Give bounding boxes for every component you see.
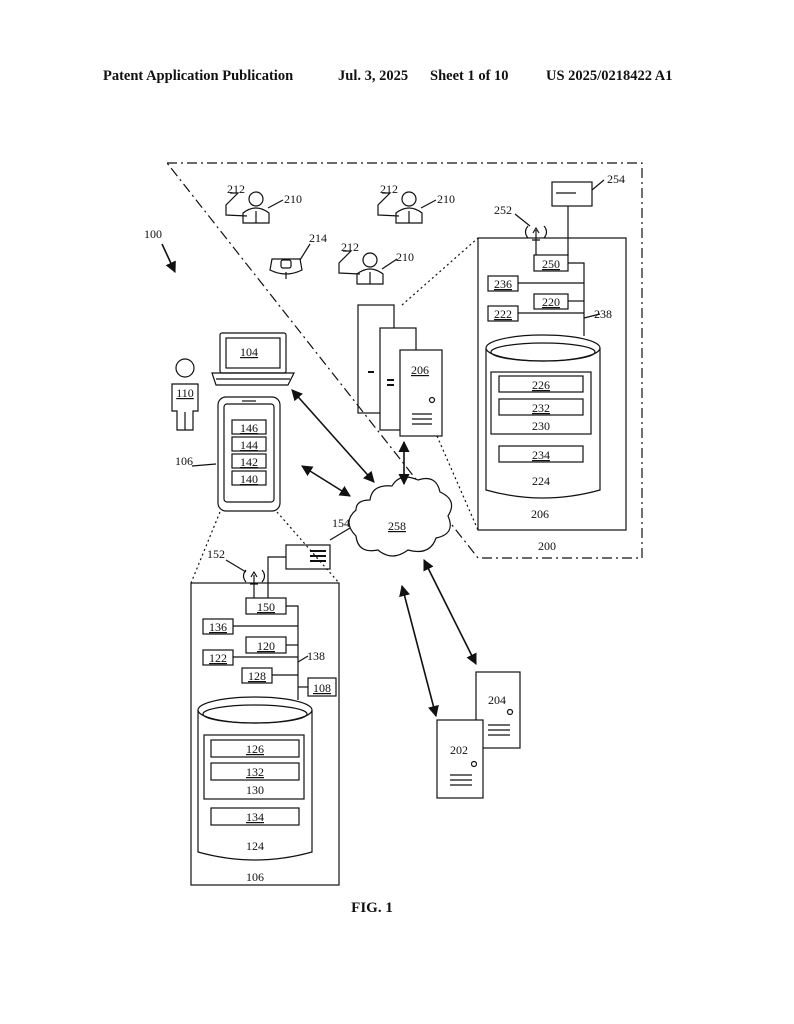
server-rack-front (399, 349, 443, 437)
server-component-230 (490, 371, 592, 435)
sheet-number: Sheet 1 of 10 (430, 68, 509, 84)
label-128: 128 (248, 669, 266, 683)
arrow-laptop-network (291, 389, 375, 483)
zoom-line-top (401, 237, 479, 306)
publication-date: Jul. 3, 2025 (338, 68, 409, 84)
server-component-226 (498, 375, 584, 393)
person-icon-a (242, 191, 270, 224)
person-leader-c2 (381, 258, 398, 270)
label-150: 150 (257, 600, 275, 614)
label-212-b: 212 (380, 182, 398, 196)
label-214: 214 (309, 231, 327, 245)
label-204: 204 (488, 693, 506, 707)
user-icon (171, 358, 199, 431)
label-210-a: 210 (284, 192, 302, 206)
label-232: 232 (532, 401, 550, 415)
label-258: 258 (388, 519, 406, 533)
server-204 (475, 671, 521, 749)
label-140: 140 (240, 472, 258, 486)
label-142: 142 (240, 455, 258, 469)
arrow-network-204 (423, 558, 477, 666)
device-detail-box (190, 582, 340, 886)
person-icon-b (395, 191, 423, 224)
label-132: 132 (246, 765, 264, 779)
device-component-134 (210, 807, 300, 826)
person-leader-a (225, 192, 248, 217)
publication-type: Patent Application Publication (103, 68, 294, 84)
person-leader-a2 (267, 199, 284, 209)
label-152: 152 (207, 547, 225, 561)
device-component-130 (203, 734, 305, 800)
label-234: 234 (532, 448, 550, 462)
label-108: 108 (313, 681, 331, 695)
person-icon-c (356, 252, 384, 285)
server-component-234 (498, 445, 584, 463)
publication-number: US 2025/0218422 A1 (546, 68, 673, 84)
device-database (197, 710, 313, 861)
person-leader-b (377, 192, 400, 217)
arrow-system-100 (161, 243, 176, 274)
label-200: 200 (538, 539, 556, 553)
server-detail-box (477, 237, 627, 531)
label-252: 252 (494, 203, 512, 217)
label-154: 154 (332, 516, 350, 530)
label-210-b: 210 (437, 192, 455, 206)
label-224: 224 (532, 474, 550, 488)
zoom-line-bottom (436, 435, 479, 531)
figure-caption: FIG. 1 (351, 900, 393, 916)
label-124: 124 (246, 839, 264, 853)
person-leader-b2 (420, 199, 437, 209)
label-104: 104 (240, 345, 258, 359)
label-206: 206 (411, 363, 429, 377)
label-100: 100 (144, 227, 162, 241)
arrow-phone-network (301, 465, 351, 497)
server-database (485, 348, 601, 499)
laptop-icon (211, 332, 295, 386)
device-component-126 (210, 739, 300, 758)
label-134: 134 (246, 810, 264, 824)
label-136: 136 (209, 620, 227, 634)
label-120: 120 (257, 639, 275, 653)
label-146: 146 (240, 421, 258, 435)
person-leader-c (338, 250, 361, 275)
phone-leader (191, 463, 217, 467)
server-component-232 (498, 398, 584, 416)
robot-icon (269, 258, 303, 279)
device-component-132 (210, 762, 300, 781)
label-212-a: 212 (227, 182, 245, 196)
label-106: 106 (175, 454, 193, 468)
label-126: 126 (246, 742, 264, 756)
label-222: 222 (494, 307, 512, 321)
arrow-network-202 (399, 584, 439, 718)
label-254: 254 (607, 172, 625, 186)
label-236: 236 (494, 277, 512, 291)
page-header: Patent Application Publication Jul. 3, 2… (0, 68, 794, 90)
server-202 (436, 719, 484, 799)
label-226: 226 (532, 378, 550, 392)
label-110: 110 (176, 386, 194, 400)
label-210-c: 210 (396, 250, 414, 264)
label-138: 138 (307, 649, 325, 663)
label-220: 220 (542, 295, 560, 309)
label-106-box: 106 (246, 870, 264, 884)
label-144: 144 (240, 438, 258, 452)
label-202: 202 (450, 743, 468, 757)
label-206-box: 206 (531, 507, 549, 521)
label-250: 250 (542, 257, 560, 271)
label-130: 130 (246, 783, 264, 797)
phone-icon (217, 396, 281, 512)
label-238: 238 (594, 307, 612, 321)
server-router (551, 181, 593, 207)
label-230: 230 (532, 419, 550, 433)
robot-leader (299, 243, 311, 261)
label-212-c: 212 (341, 240, 359, 254)
label-122: 122 (209, 651, 227, 665)
network-cloud (348, 476, 453, 557)
